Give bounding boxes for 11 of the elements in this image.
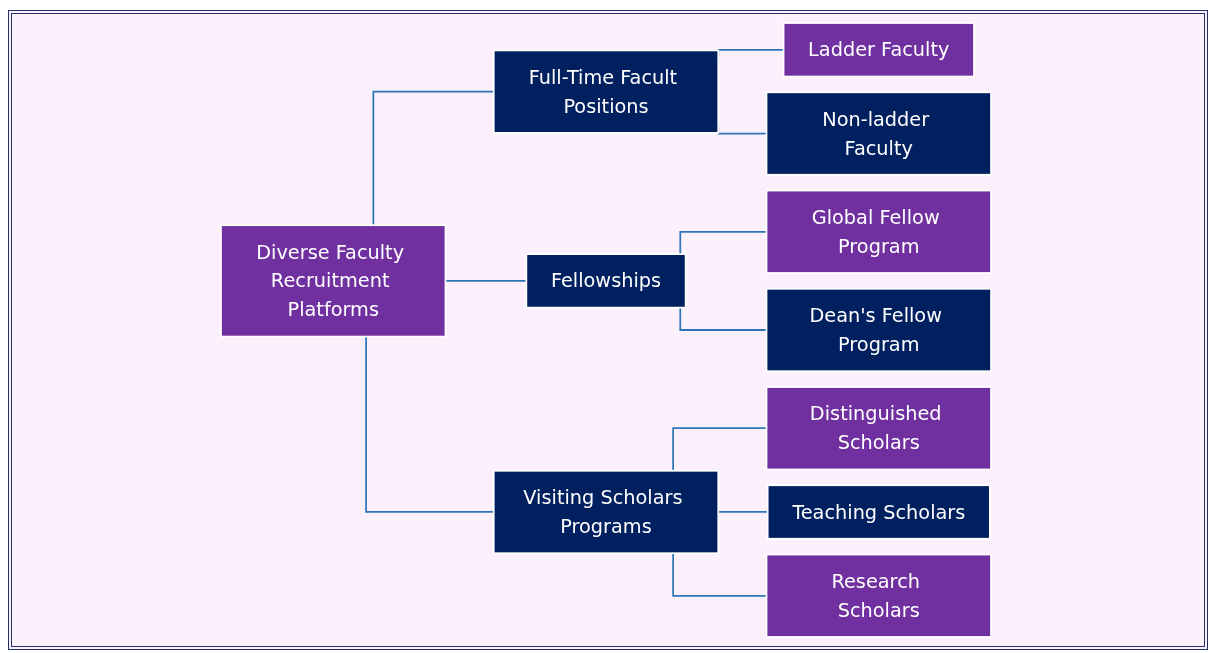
- node-box: Non-ladder Faculty: [765, 91, 992, 176]
- node-box: Distinguished Scholars: [765, 386, 992, 471]
- node-box: Full-Time Facult Positions: [492, 49, 720, 134]
- node-box: Research Scholars: [765, 553, 992, 638]
- node-box: Teaching Scholars: [766, 484, 991, 540]
- node-box: Ladder Faculty: [782, 22, 975, 78]
- node-box: Diverse Faculty Recruitment Platforms: [220, 224, 447, 338]
- node-box: Fellowships: [525, 253, 687, 309]
- node-box: Visiting Scholars Programs: [492, 469, 720, 555]
- node-box: Dean's Fellow Program: [765, 287, 992, 373]
- node-box: Global Fellow Program: [765, 189, 992, 274]
